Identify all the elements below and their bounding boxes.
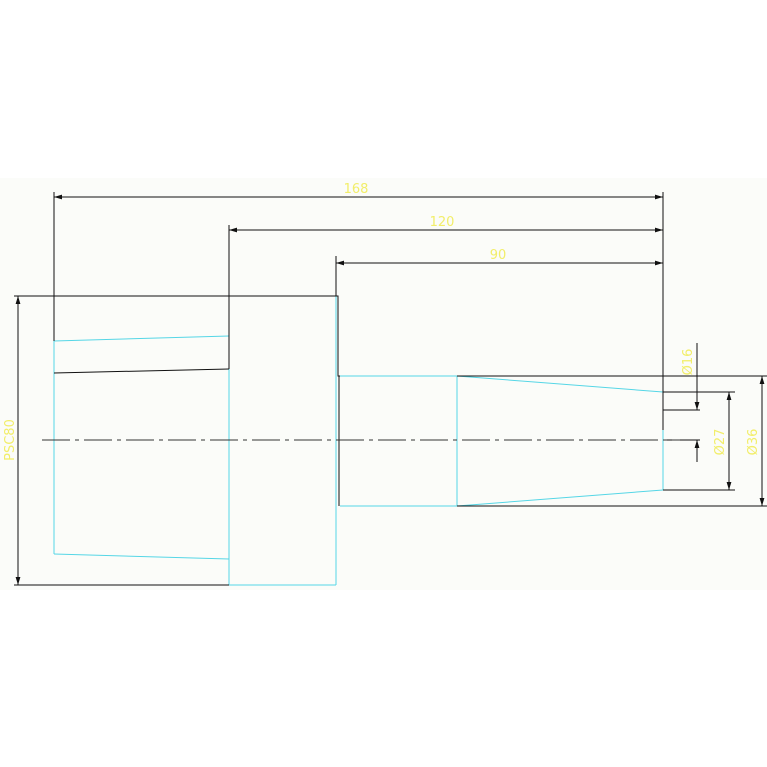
tip-bottom-taper (456, 489, 664, 507)
dimension-lines (15, 194, 765, 585)
outline-lines (14, 192, 767, 586)
dim-text-90: 90 (490, 248, 507, 263)
dim-text-dia27: Ø27 (713, 429, 728, 456)
stock-inner-line (53, 368, 230, 374)
tip-top-taper (456, 375, 664, 393)
dim-text-dia36: Ø36 (746, 429, 761, 456)
dim-text-dia16: Ø16 (681, 349, 696, 376)
drawing-sheet (0, 178, 767, 590)
dim-text-120: 120 (430, 215, 455, 230)
stock-bottom-taper (53, 553, 230, 560)
dim-text-psc80: PSC80 (3, 419, 18, 461)
stock-top-taper (53, 335, 230, 342)
dim-text-168: 168 (344, 182, 369, 197)
